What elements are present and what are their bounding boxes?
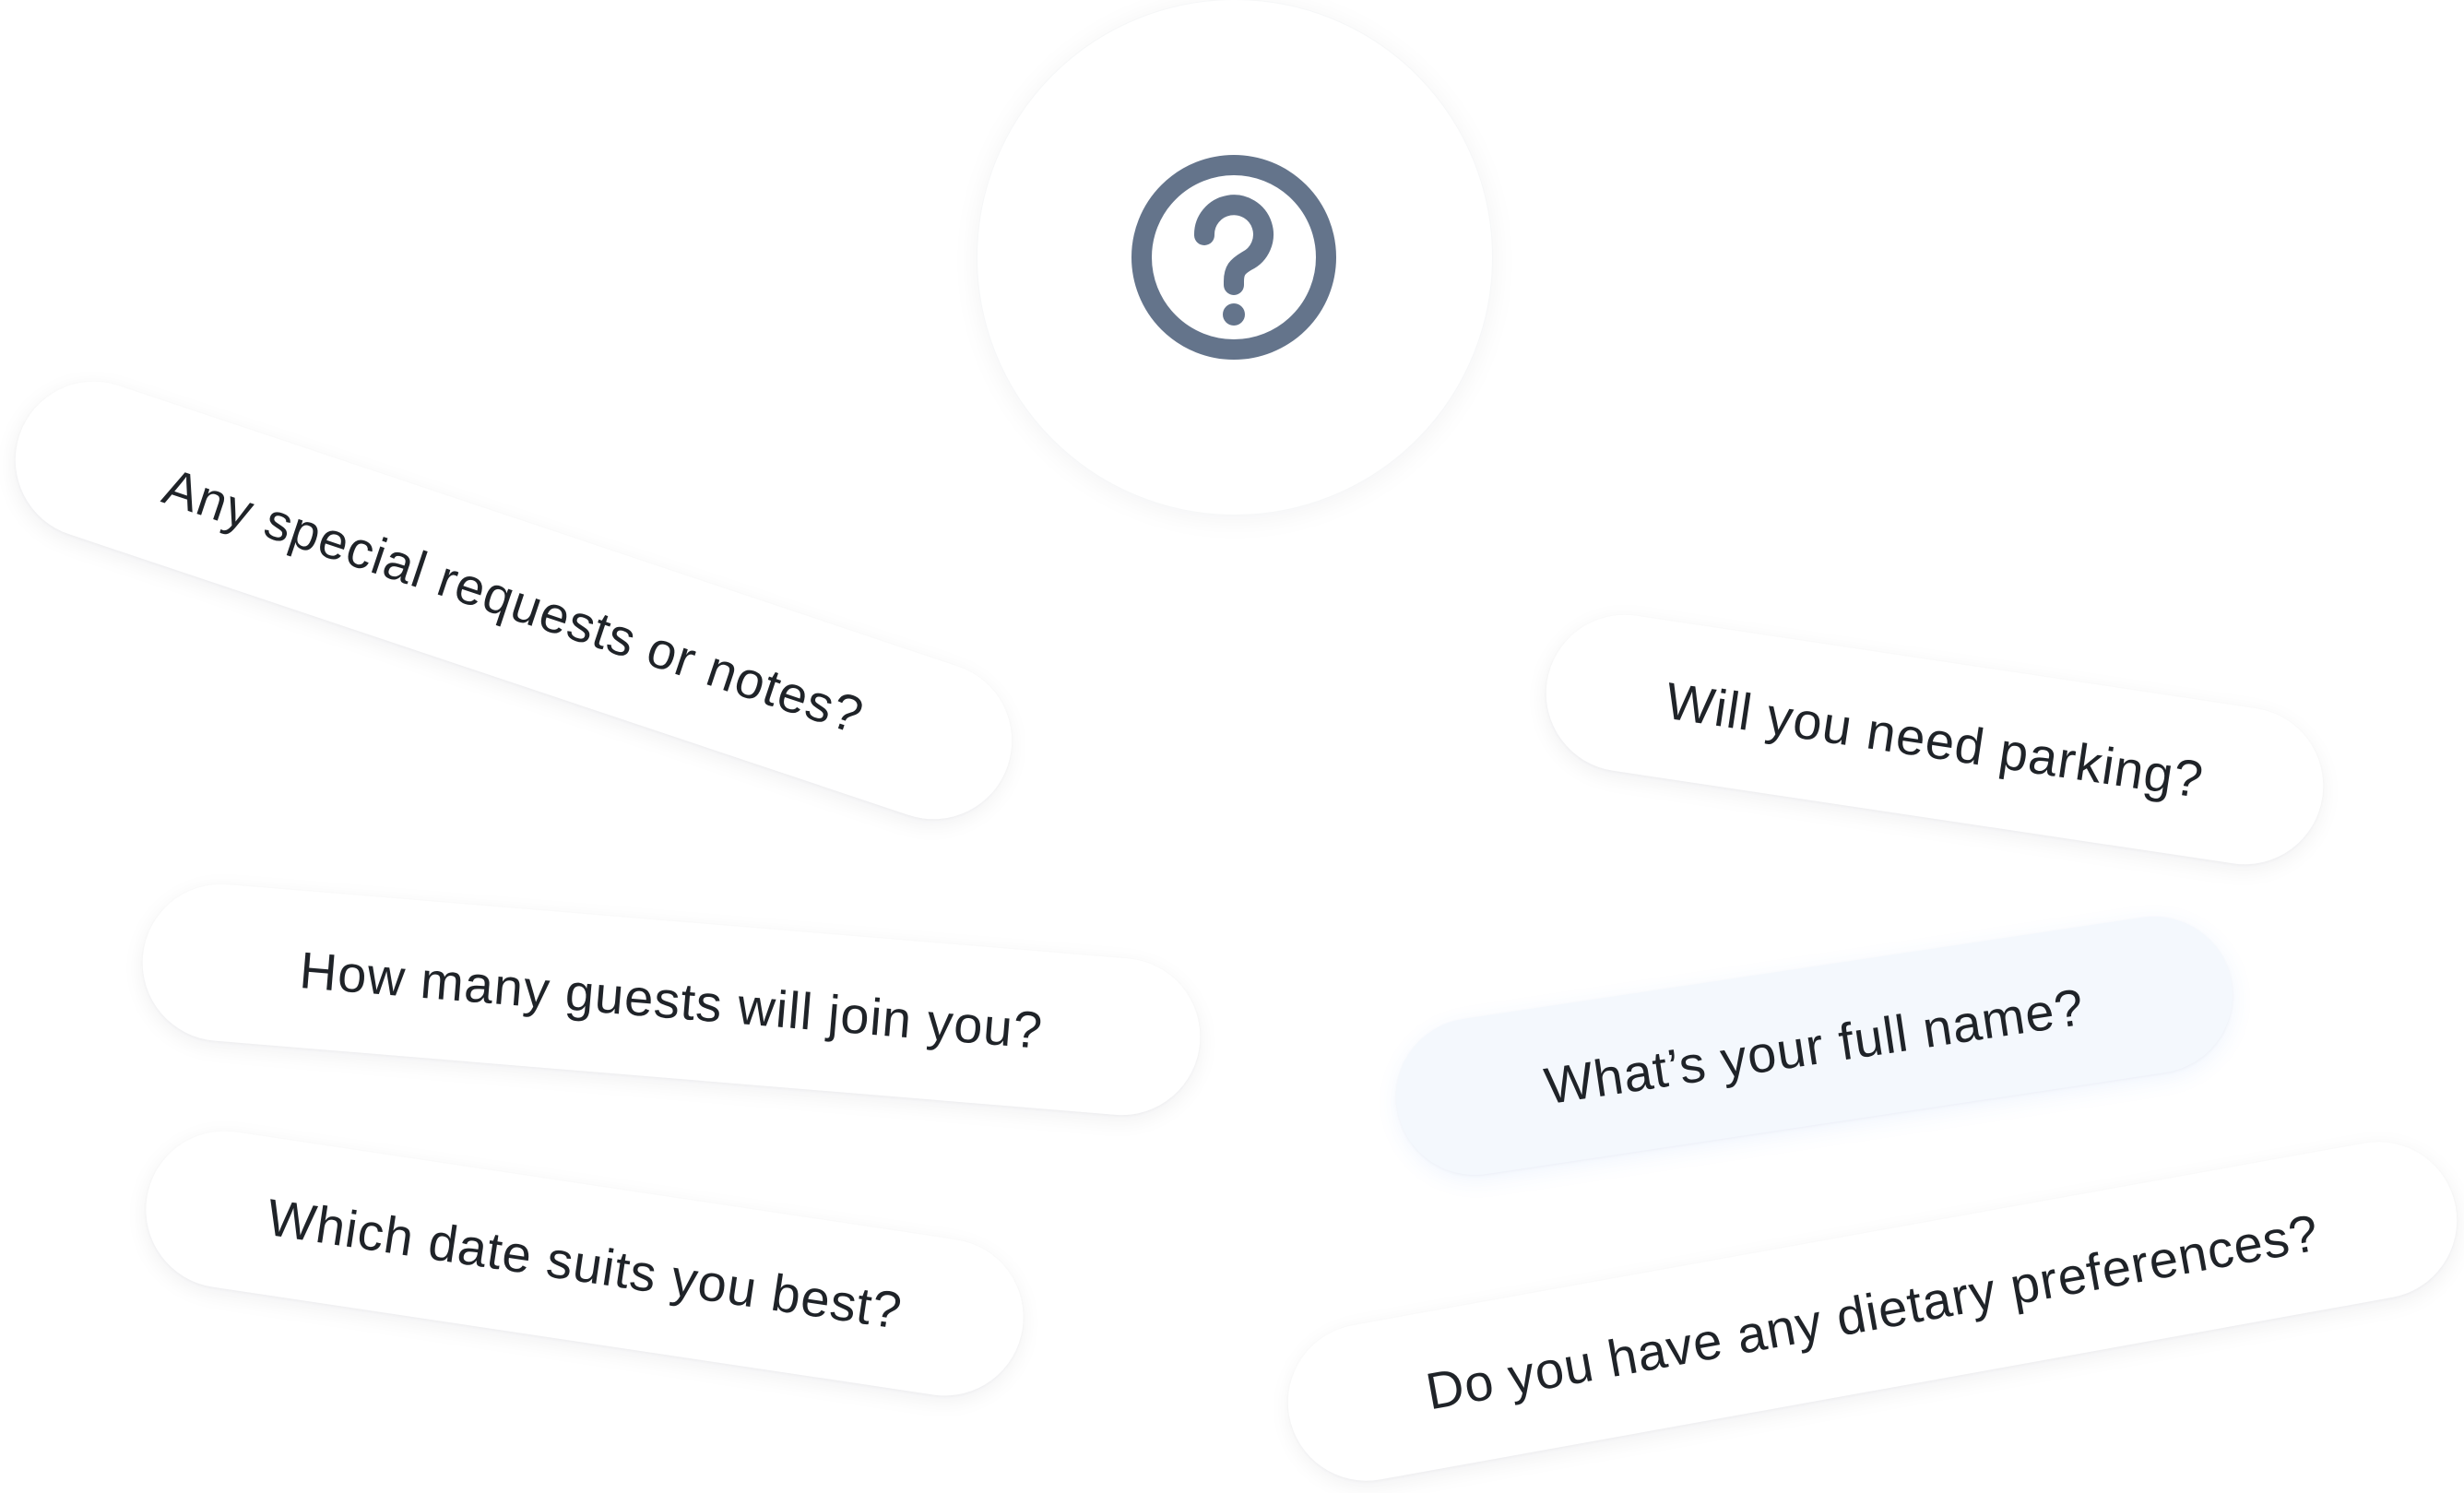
question-chip-special-requests[interactable]: Any special requests or notes? bbox=[0, 361, 1033, 840]
question-chip-label: Do you have any dietary preferences? bbox=[1421, 1203, 2324, 1420]
question-circle-icon bbox=[1131, 155, 1336, 360]
question-chip-label: Which date suits you best? bbox=[263, 1187, 906, 1340]
question-chip-date[interactable]: Which date suits you best? bbox=[135, 1120, 1035, 1407]
question-chip-label: What’s your full name? bbox=[1540, 977, 2089, 1115]
question-chip-full-name[interactable]: What’s your full name? bbox=[1385, 906, 2244, 1186]
question-chip-label: How many guests will join you? bbox=[297, 940, 1046, 1060]
question-chip-label: Any special requests or notes? bbox=[156, 456, 871, 745]
question-chip-parking[interactable]: Will you need parking? bbox=[1535, 604, 2334, 875]
question-chip-label: Will you need parking? bbox=[1662, 670, 2208, 809]
question-chip-dietary[interactable]: Do you have any dietary preferences? bbox=[1275, 1129, 2464, 1493]
question-chip-guests[interactable]: How many guests will join you? bbox=[136, 878, 1207, 1121]
